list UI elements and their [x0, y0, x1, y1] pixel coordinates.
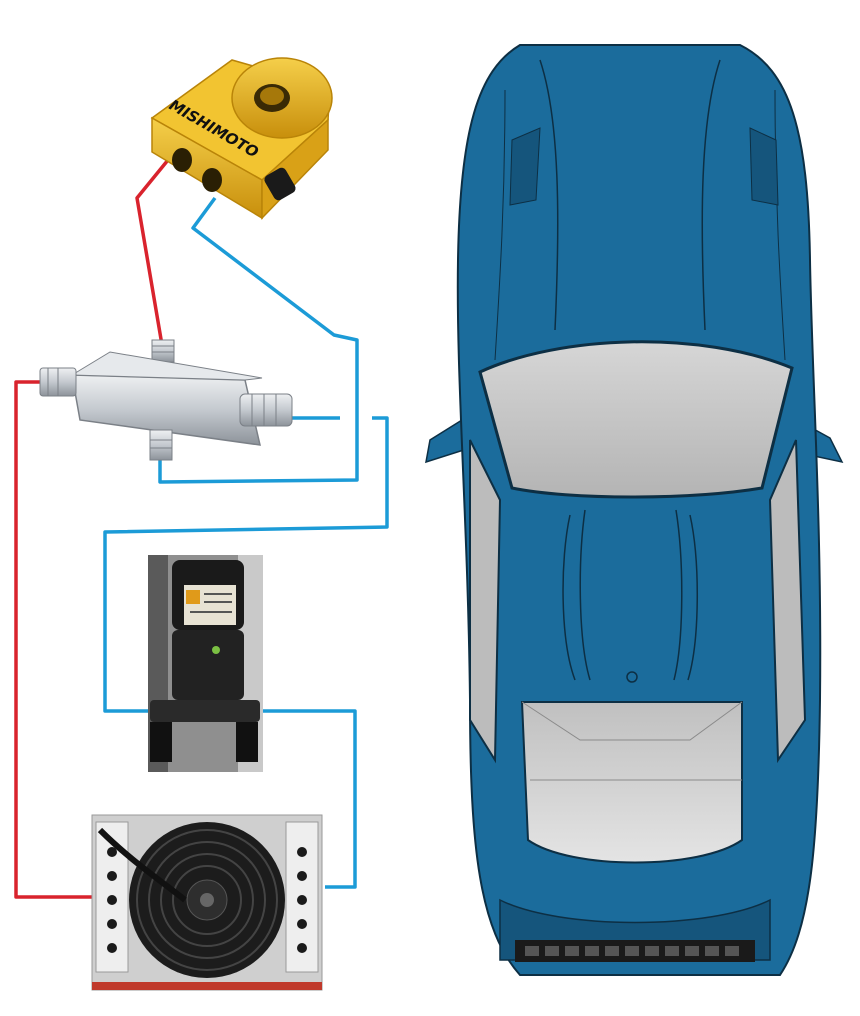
tee-fitting-icon	[39, 339, 293, 461]
blue-line-pump-to-cooler	[262, 709, 357, 889]
sandwich-adapter-icon: MISHIMOTO	[150, 57, 333, 220]
red-line-tee-to-cooler	[14, 380, 103, 899]
blue-line-adapter-to-tee-bottom	[158, 196, 359, 484]
red-line-adapter-to-tee	[135, 158, 170, 346]
blue-line-tee-right-to-pump	[103, 416, 389, 713]
plumbing-lines	[14, 158, 389, 899]
pump-icon	[148, 555, 263, 772]
oil-cooler-with-fan	[91, 814, 323, 991]
fan-icon	[129, 822, 285, 978]
car-icon	[425, 44, 844, 976]
